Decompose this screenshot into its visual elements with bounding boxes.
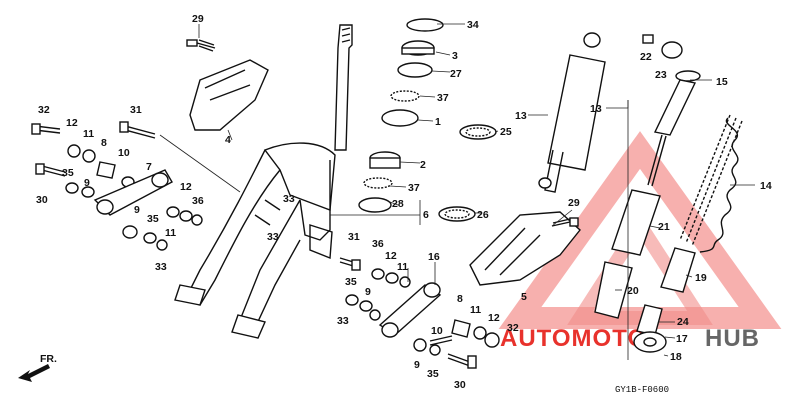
part-number-label: 23 <box>655 69 667 81</box>
part-number-label: 25 <box>500 126 512 138</box>
leader-lines <box>159 23 755 360</box>
part-number-label: 9 <box>134 204 140 216</box>
left-linkage-assembly <box>31 121 203 251</box>
part-number-label: 33 <box>267 231 279 243</box>
part-number-label: 36 <box>192 195 204 207</box>
part-number-label: 21 <box>658 221 670 233</box>
part-number-label: 33 <box>155 261 167 273</box>
part-number-label: 11 <box>83 128 94 140</box>
part-number-label: 12 <box>385 250 397 262</box>
part-number-label: 12 <box>180 181 192 193</box>
right-linkage-assembly <box>339 257 500 369</box>
part-number-label: 35 <box>345 276 357 288</box>
part-number-label: 13 <box>515 110 527 122</box>
steering-bearing-stack <box>381 18 497 140</box>
direction-label: FR. <box>40 353 57 365</box>
part-number-label: 19 <box>695 272 707 284</box>
part-number-label: 9 <box>84 177 90 189</box>
part-number-label: 9 <box>414 359 420 371</box>
part-number-label: 13 <box>590 103 602 115</box>
shock-components <box>594 34 743 353</box>
shock-absorber-13-shape <box>538 32 606 193</box>
part-number-label: 18 <box>670 351 682 363</box>
part-number-label: 24 <box>677 316 689 328</box>
part-number-label: 35 <box>427 368 439 380</box>
part-number-label: 9 <box>365 286 371 298</box>
part-number-label: 28 <box>392 198 404 210</box>
lower-bearing-stack <box>358 151 476 222</box>
part-number-label: 15 <box>716 76 728 88</box>
watermark-brand-left: AUTOMOTO <box>500 325 647 352</box>
front-fork-assembly <box>174 24 353 339</box>
part-number-label: 12 <box>66 117 78 129</box>
part-number-label: 11 <box>165 227 176 239</box>
part-number-label: 8 <box>457 293 463 305</box>
part-number-label: 33 <box>337 315 349 327</box>
part-number-label: 30 <box>454 379 466 391</box>
part-number-label: 3 <box>452 50 458 62</box>
part-number-label: 7 <box>146 161 152 173</box>
part-number-label: 37 <box>437 92 449 104</box>
part-number-label: 27 <box>450 68 462 80</box>
part-number-label: 10 <box>118 147 130 159</box>
part-number-label: 14 <box>760 180 772 192</box>
bolt-29b-shape <box>551 217 579 227</box>
part-number-label: 31 <box>130 104 142 116</box>
part-number-label: 31 <box>348 231 360 243</box>
watermark-brand-right: HUB <box>705 325 760 352</box>
fender-bracket-shape <box>189 59 269 131</box>
part-number-label: 2 <box>420 159 426 171</box>
part-number-label: 34 <box>467 19 479 31</box>
part-number-label: 33 <box>283 193 295 205</box>
part-number-label: 8 <box>101 137 107 149</box>
part-number-label: 17 <box>676 333 688 345</box>
part-number-label: 32 <box>38 104 50 116</box>
front-direction-arrow-icon <box>18 364 50 382</box>
part-number-label: 11 <box>470 304 481 316</box>
part-number-label: 10 <box>431 325 443 337</box>
part-number-label: 36 <box>372 238 384 250</box>
part-number-label: 30 <box>36 194 48 206</box>
part-number-label: 37 <box>408 182 420 194</box>
part-number-label: 26 <box>477 209 489 221</box>
part-number-label: 20 <box>627 285 639 297</box>
part-number-label: 4 <box>225 134 231 146</box>
part-number-label: 5 <box>521 291 527 303</box>
fender-5-shape <box>469 211 581 286</box>
part-number-label: 29 <box>192 13 204 25</box>
part-number-label: 16 <box>428 251 440 263</box>
part-number-label: 1 <box>435 116 441 128</box>
bolt-29-shape <box>186 39 216 52</box>
part-number-label: 35 <box>147 213 159 225</box>
diagram-code: GY1B-F0600 <box>615 385 669 395</box>
part-number-label: 35 <box>62 167 74 179</box>
part-number-label: 12 <box>488 312 500 324</box>
part-number-label: 22 <box>640 51 652 63</box>
part-number-label: 32 <box>507 322 519 334</box>
part-number-label: 11 <box>397 261 408 273</box>
part-number-label: 6 <box>423 209 429 221</box>
part-number-label: 29 <box>568 197 580 209</box>
